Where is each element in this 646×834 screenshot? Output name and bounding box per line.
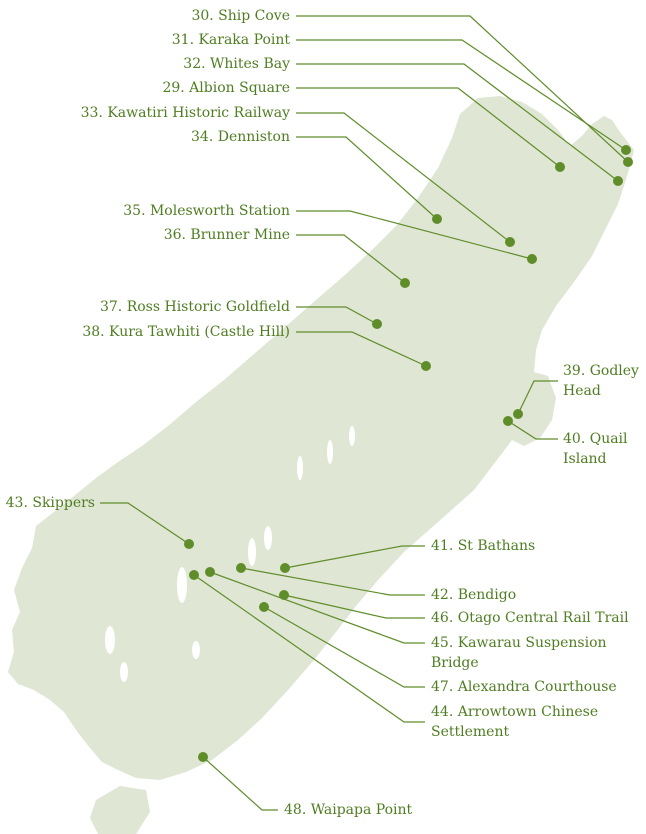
brunner-mine-leader-line	[296, 234, 406, 284]
arrowtown-chinese-settlement-leader-line	[193, 574, 425, 723]
denniston-marker[interactable]	[432, 214, 442, 224]
leader-lines	[100, 15, 629, 811]
bendigo-label: 42. Bendigo	[431, 587, 517, 603]
karaka-point-marker[interactable]	[621, 145, 631, 155]
whites-bay-marker[interactable]	[613, 176, 623, 186]
quail-island-label: 40. Quail Island	[563, 431, 628, 467]
skippers-label: 43. Skippers	[5, 495, 95, 511]
waipapa-point-label: 48. Waipapa Point	[284, 802, 413, 818]
denniston-label: 34. Denniston	[191, 129, 290, 145]
bendigo-leader-line	[240, 567, 425, 596]
ross-historic-goldfield-leader-line	[296, 306, 378, 325]
skippers-marker[interactable]	[184, 539, 194, 549]
arrowtown-chinese-settlement-marker[interactable]	[189, 570, 199, 580]
molesworth-station-leader-line	[296, 210, 533, 260]
whites-bay-leader-line	[296, 63, 619, 182]
brunner-mine-marker[interactable]	[400, 278, 410, 288]
kawarau-suspension-bridge-marker[interactable]	[205, 567, 215, 577]
ship-cove-leader-line	[296, 15, 629, 163]
kura-tawhiti-label: 38. Kura Tawhiti (Castle Hill)	[82, 324, 290, 340]
brunner-mine-label: 36. Brunner Mine	[163, 227, 290, 243]
st-bathans-marker[interactable]	[280, 563, 290, 573]
skippers-leader-line	[100, 502, 190, 545]
kura-tawhiti-marker[interactable]	[421, 361, 431, 371]
ross-historic-goldfield-label: 37. Ross Historic Goldfield	[99, 299, 290, 315]
albion-square-leader-line	[296, 87, 561, 168]
ship-cove-marker[interactable]	[623, 157, 633, 167]
molesworth-station-label: 35. Molesworth Station	[123, 203, 290, 219]
arrowtown-chinese-settlement-label: 44. Arrowtown Chinese Settlement	[431, 704, 599, 740]
quail-island-leader-line	[507, 420, 558, 440]
kawarau-suspension-bridge-leader-line	[209, 571, 425, 644]
lake-hauroko	[192, 641, 200, 659]
otago-central-rail-trail-marker[interactable]	[279, 590, 289, 600]
godley-head-leader-line	[517, 380, 558, 415]
denniston-leader-line	[296, 136, 438, 220]
kawatiri-historic-railway-leader-line	[296, 112, 511, 243]
lake-wakatipu	[177, 567, 187, 603]
st-bathans-label: 41. St Bathans	[431, 538, 536, 554]
karaka-point-label: 31. Karaka Point	[171, 32, 290, 48]
bendigo-marker[interactable]	[236, 563, 246, 573]
albion-square-label: 29. Albion Square	[162, 80, 290, 96]
lake-tekapo	[349, 426, 355, 446]
lake-manapouri	[120, 662, 128, 682]
molesworth-station-marker[interactable]	[527, 254, 537, 264]
ross-historic-goldfield-marker[interactable]	[372, 319, 382, 329]
otago-central-rail-trail-label: 46. Otago Central Rail Trail	[431, 610, 629, 626]
kawatiri-historic-railway-label: 33. Kawatiri Historic Railway	[80, 105, 290, 121]
lake-te-anau	[105, 626, 115, 654]
waipapa-point-leader-line	[202, 756, 278, 811]
lakes	[105, 426, 355, 682]
karaka-point-leader-line	[296, 39, 627, 151]
albion-square-marker[interactable]	[555, 162, 565, 172]
site-markers	[184, 145, 633, 762]
kura-tawhiti-leader-line	[296, 331, 427, 367]
ship-cove-label: 30. Ship Cove	[191, 8, 290, 24]
lake-hawea	[264, 526, 272, 550]
kawarau-suspension-bridge-label: 45. Kawarau Suspension Bridge	[431, 635, 607, 671]
alexandra-courthouse-leader-line	[263, 606, 425, 688]
alexandra-courthouse-label: 47. Alexandra Courthouse	[431, 679, 617, 695]
lake-pukaki	[327, 440, 333, 464]
st-bathans-leader-line	[284, 545, 425, 569]
alexandra-courthouse-marker[interactable]	[259, 602, 269, 612]
quail-island-marker[interactable]	[503, 416, 513, 426]
lake-wanaka	[248, 538, 256, 566]
whites-bay-label: 32. Whites Bay	[183, 56, 290, 72]
kawatiri-historic-railway-marker[interactable]	[505, 237, 515, 247]
stewart-island-landmass	[90, 786, 150, 834]
south-island-landmass	[8, 96, 634, 780]
otago-central-rail-trail-leader-line	[283, 594, 425, 619]
godley-head-marker[interactable]	[513, 409, 523, 419]
lake-ohau	[297, 456, 303, 480]
waipapa-point-marker[interactable]	[198, 752, 208, 762]
godley-head-label: 39. Godley Head	[563, 363, 639, 399]
